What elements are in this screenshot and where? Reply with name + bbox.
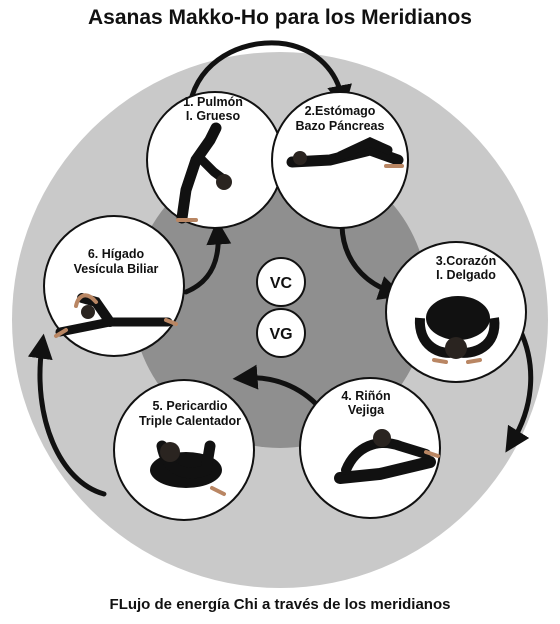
reclined-hero-figure [286,137,404,168]
cross-legged-fold-figure [150,440,226,496]
pose-node-6: 6. Hígado Vesícula Biliar [43,215,185,357]
pose-1-label: 1. Pulmón [183,95,243,109]
pose-5-label: 5. Pericardio [152,399,227,413]
pose-6-sublabel: Vesícula Biliar [74,262,159,276]
vc-node: VC [256,257,306,307]
pose-node-1: 1. Pulmón I. Grueso [146,91,284,229]
pose-3-label: 3.Corazón [436,254,496,268]
vg-node: VG [256,308,306,358]
arrow-1-to-2 [189,40,352,111]
arrow-3-to-4 [505,327,534,453]
arrow-5-to-6 [27,333,107,497]
vg-label: VG [269,326,292,343]
seated-forward-fold-figure [334,429,440,484]
pose-node-5: 5. Pericardio Triple Calentador [113,379,255,521]
pose-node-2: 2.Estómago Bazo Páncreas [271,91,409,229]
diagram-caption: FLujo de energía Chi a través de los mer… [109,596,451,613]
arrow-4-to-5 [232,364,323,411]
pose-node-3: 3.Corazón I. Delgado [385,241,527,383]
diagram-title: Asanas Makko-Ho para los Meridianos [88,6,472,29]
vc-label: VC [270,275,293,292]
pose-2-sublabel: Bazo Páncreas [296,119,385,133]
pose-4-label: 4. Riñón [341,389,390,403]
arrow-2-to-3 [339,223,404,300]
pose-6-label: 6. Hígado [88,247,145,261]
pose-2-label: 2.Estómago [305,104,376,118]
seated-butterfly-fold-figure [414,296,500,364]
pose-4-sublabel: Vejiga [348,403,385,417]
pose-3-sublabel: I. Delgado [436,268,496,282]
pose-1-sublabel: I. Grueso [186,109,241,123]
flow-arrows [27,40,534,497]
standing-forward-bend-figure [176,122,232,224]
arrow-6-to-1 [183,219,232,295]
pose-5-sublabel: Triple Calentador [139,414,241,428]
pose-node-4: 4. Riñón Vejiga [299,377,441,519]
side-split-stretch-figure [54,293,178,338]
